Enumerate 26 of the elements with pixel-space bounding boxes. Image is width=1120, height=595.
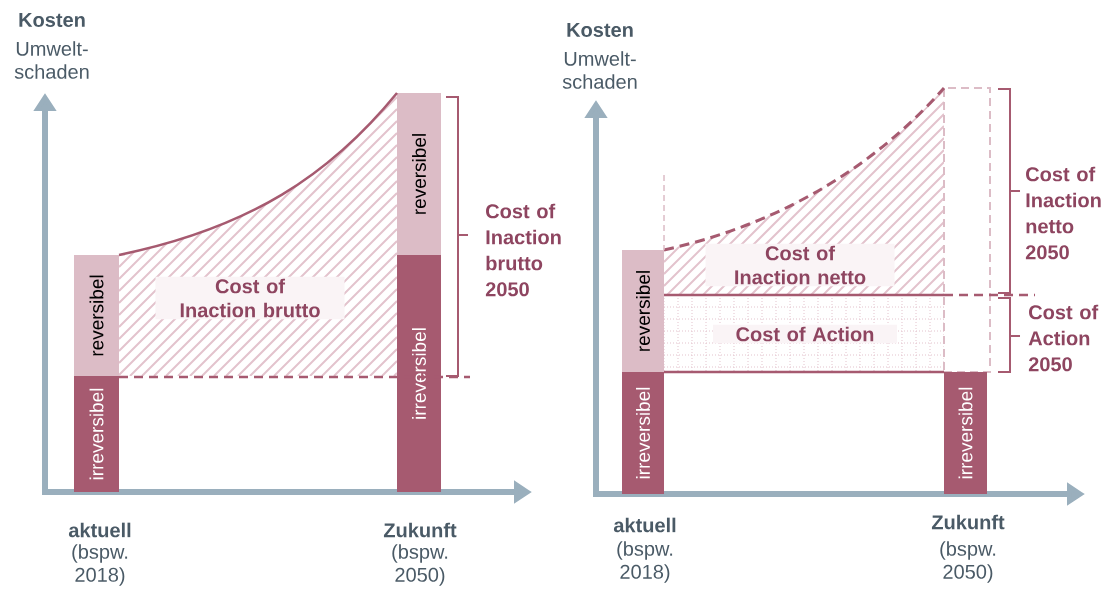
grid-area: Cost of Action [664,295,944,372]
bar-segment: reversibel [397,93,441,255]
axis-title: Kosten [567,23,633,37]
axis-tick-label: aktuell [68,522,131,538]
axis-subtitle: Umwelt- schaden [562,51,637,89]
axis-tick-note: (bspw. 2050) [940,541,996,583]
bar-segment: irreversibel [944,372,987,494]
axis-tick-label: Zukunft [383,522,457,538]
hatched-area: Cost of Inaction netto [664,88,944,295]
axis-tick-note: (bspw. 2018) [617,541,673,583]
bar-segment: reversibel [622,250,664,372]
axis-tick-note: (bspw. 2050) [392,544,448,586]
axis-tick-label: aktuell [613,517,676,533]
axis-tick-note: (bspw. 2018) [72,544,128,586]
axis-title: Kosten [19,13,85,27]
bracket-label: Cost of Inaction brutto 2050 [485,203,561,297]
dashed-bar [943,87,991,373]
bar-segment: reversibel [74,255,119,376]
axis-tick-label: Zukunft [931,514,1005,530]
bar-segment: irreversibel [74,376,119,492]
axis-subtitle: Umwelt- schaden [14,41,89,79]
bar-segment: irreversibel [622,372,664,494]
hatched-area: Cost of Inaction brutto [119,93,397,376]
bracket-label: Cost of Inaction netto 2050 [1025,166,1101,260]
bar-segment: irreversibel [397,255,441,492]
bracket-label: Cost of Action 2050 [1028,304,1099,372]
